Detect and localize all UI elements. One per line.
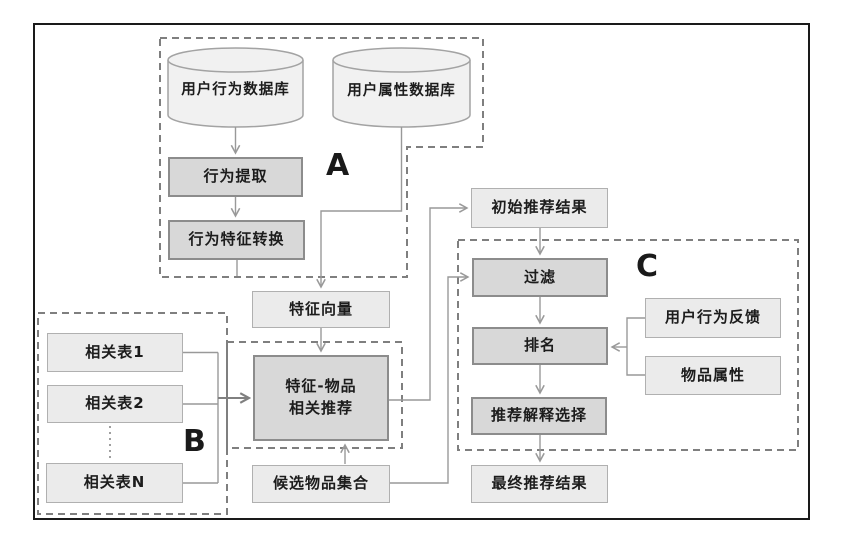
node-feature-item-recommendation: 特征-物品 相关推荐: [253, 355, 389, 441]
node-related-table-1: 相关表1: [47, 333, 183, 372]
node-candidate-item-set: 候选物品集合: [252, 465, 390, 503]
attribute-database-cylinder: [332, 47, 471, 128]
group-c-outline: [457, 239, 799, 451]
group-mid-outline: [226, 341, 403, 449]
group-b-label: B: [183, 424, 206, 459]
attribute-database-label: 用户属性数据库: [347, 82, 456, 99]
node-feature-item-recommendation-line2: 相关推荐: [288, 399, 353, 417]
group-b-outline: [37, 312, 228, 515]
node-initial-result: 初始推荐结果: [471, 188, 608, 228]
node-related-table-n: 相关表N: [46, 463, 183, 503]
edge-candidate-to-filter: [390, 272, 470, 484]
node-behavior-extract: 行为提取: [168, 157, 303, 197]
edge-rec-to-initialresult: [389, 203, 469, 401]
node-feature-vector: 特征向量: [252, 291, 390, 328]
edge-attributedb-to-featurevector: [316, 127, 403, 289]
behavior-database-cylinder: [167, 47, 304, 128]
node-item-attribute: 物品属性: [645, 356, 781, 395]
node-user-feedback: 用户行为反馈: [645, 298, 781, 338]
node-final-result: 最终推荐结果: [471, 465, 608, 503]
outer-border: [33, 23, 810, 520]
edge-feedback-elbow: [626, 317, 645, 376]
node-filter: 过滤: [472, 258, 608, 297]
node-explanation-select: 推荐解释选择: [471, 397, 607, 435]
node-related-table-2: 相关表2: [47, 385, 183, 423]
group-c-label: C: [636, 249, 659, 284]
group-a-label: A: [326, 148, 350, 183]
group-a-outline: [159, 37, 484, 278]
behavior-database-label: 用户行为数据库: [181, 81, 290, 98]
node-ranking: 排名: [472, 327, 608, 365]
node-behavior-feature-transform: 行为特征转换: [168, 220, 305, 260]
node-feature-item-recommendation-line1: 特征-物品: [285, 377, 357, 396]
